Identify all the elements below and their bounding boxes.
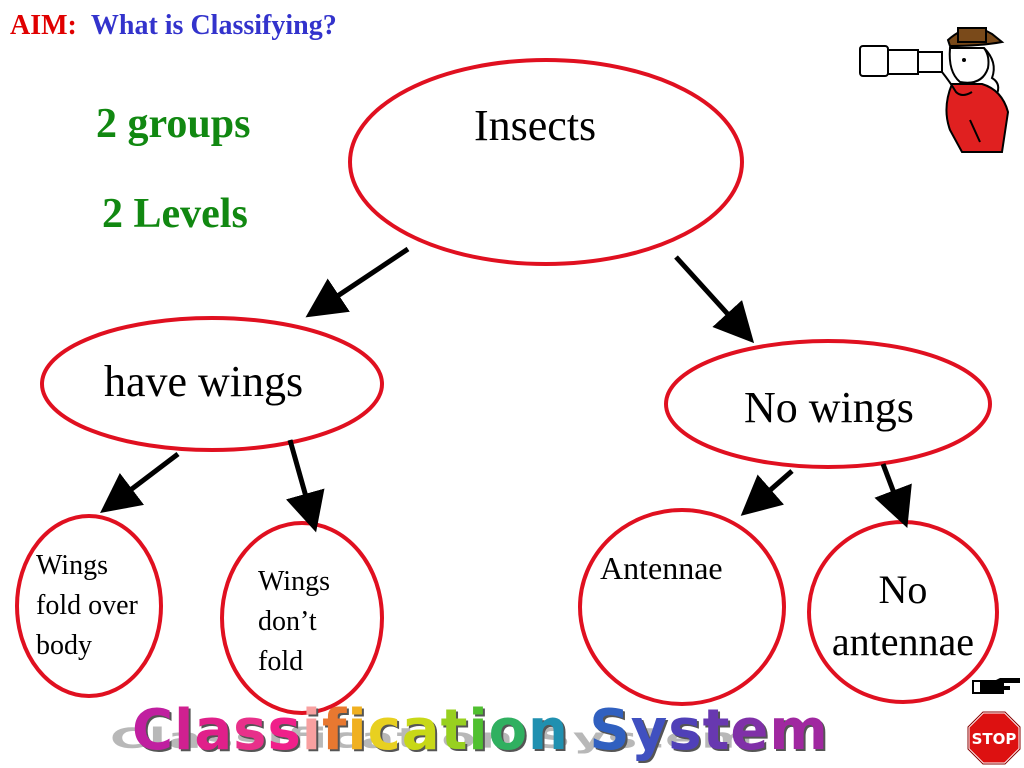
footer-title-letter: t — [702, 698, 731, 763]
arrow-have-wings-to-fold — [100, 452, 180, 514]
stop-sign-text: STOP — [972, 730, 1017, 748]
node-wings-fold-ellipse — [15, 514, 163, 698]
aim-label: AIM: — [10, 10, 77, 41]
wings-dont-fold-line-1: Wings — [258, 566, 330, 597]
footer-title-letter: c — [367, 698, 402, 763]
footer-title-letter: i — [468, 698, 489, 763]
wings-dont-fold-line-2: don’t — [258, 606, 317, 637]
footer-title-letter: a — [401, 698, 441, 763]
node-wings-dont-fold-label: Wings don’t fold — [258, 562, 330, 682]
node-wings-fold-label: Wings fold over body — [36, 546, 138, 666]
footer-title-letter: s — [267, 698, 302, 763]
footer-title: Classification System — [132, 698, 829, 763]
footer-title-letter — [569, 698, 590, 763]
node-antennae-ellipse — [578, 508, 786, 706]
node-have-wings-label: have wings — [104, 357, 304, 406]
telescope-explorer-icon — [859, 27, 1010, 153]
footer-title-letter: i — [301, 698, 322, 763]
no-antennae-line-2: antennae — [831, 619, 975, 664]
footer-title-letter: s — [668, 698, 703, 763]
footer-title-letter: e — [730, 698, 770, 763]
no-antennae-line-1: No — [878, 567, 928, 612]
footer-title-letter: S — [589, 698, 631, 763]
node-no-wings-ellipse — [664, 339, 992, 469]
footer-title-letter: n — [528, 698, 569, 763]
levels-count: 2 Levels — [102, 191, 248, 237]
arrow-insects-to-no-wings — [674, 255, 755, 344]
arrow-no-wings-to-no-antennae — [874, 463, 912, 529]
arrow-have-wings-to-dont-fold — [285, 439, 325, 533]
node-no-wings-label: No wings — [744, 383, 914, 432]
node-have-wings-ellipse — [40, 316, 384, 452]
stop-sign-icon[interactable]: STOP — [966, 710, 1022, 766]
footer-title-letter: a — [194, 698, 234, 763]
pointing-hand-icon[interactable] — [970, 676, 1022, 698]
node-insects-ellipse — [348, 58, 744, 266]
wings-fold-line-1: Wings — [36, 550, 108, 581]
footer-title-letter: t — [440, 698, 469, 763]
wings-fold-line-2: fold over — [36, 590, 138, 621]
arrow-insects-to-have-wings — [305, 246, 410, 318]
arrow-no-wings-to-antennae — [740, 469, 794, 516]
wings-dont-fold-line-3: fold — [258, 646, 304, 677]
footer-title-letter: m — [769, 698, 829, 763]
node-no-antennae-label: No antennae — [818, 564, 988, 668]
aim-heading: AIM: What is Classifying? — [10, 10, 337, 42]
footer-title-letter: C — [132, 698, 175, 763]
footer-title-letter: l — [174, 698, 195, 763]
wings-fold-line-3: body — [36, 630, 92, 661]
footer-title-letter: i — [347, 698, 368, 763]
footer-title-letter: s — [233, 698, 268, 763]
footer-title-letter: f — [322, 698, 348, 763]
footer-title-letter: o — [488, 698, 529, 763]
node-insects-label: Insects — [474, 101, 597, 150]
node-antennae-label: Antennae — [600, 550, 723, 586]
aim-question: What is Classifying? — [90, 10, 337, 41]
groups-count: 2 groups — [96, 101, 251, 147]
footer-title-shadow: Classification System — [110, 722, 756, 754]
footer-title-letter: y — [630, 698, 669, 763]
